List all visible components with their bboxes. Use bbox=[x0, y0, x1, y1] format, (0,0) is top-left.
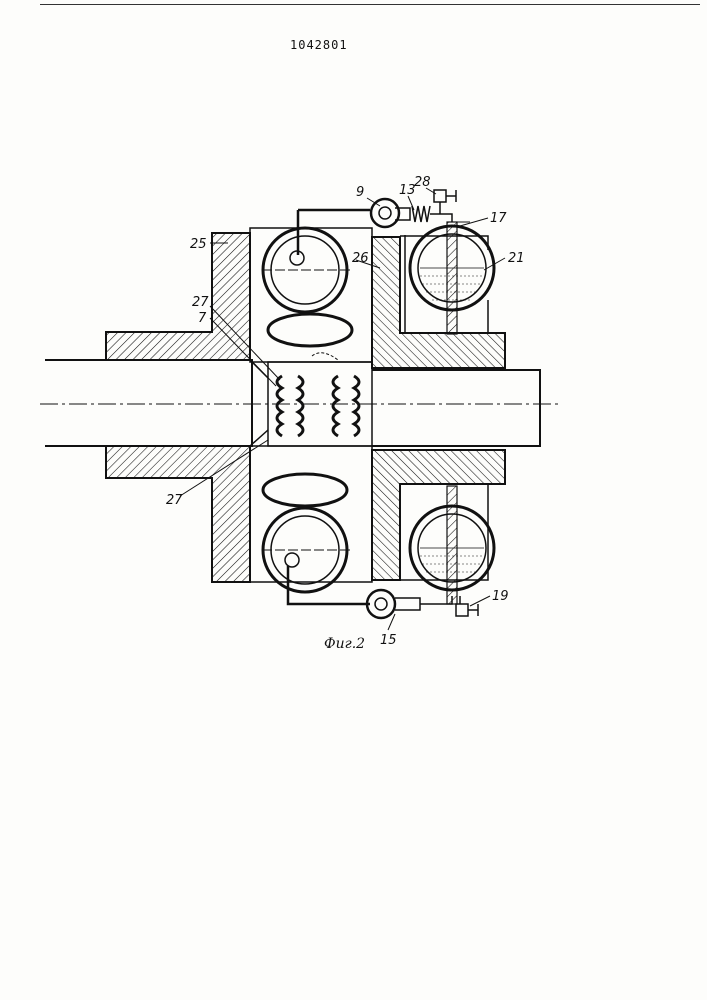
label-25: 25 bbox=[190, 237, 207, 252]
label-15: 15 bbox=[380, 633, 397, 648]
label-17: 17 bbox=[490, 211, 507, 226]
label-27-lower: 27 bbox=[166, 493, 183, 508]
label-27-upper: 27 bbox=[192, 295, 209, 310]
right-shaft bbox=[372, 370, 540, 446]
lower-chamber bbox=[250, 446, 372, 604]
upper-chamber bbox=[250, 210, 372, 362]
label-28: 28 bbox=[414, 175, 431, 190]
lower-valve-assembly bbox=[367, 590, 478, 618]
label-19: 19 bbox=[492, 589, 509, 604]
left-hub-25 bbox=[106, 233, 268, 582]
lower-reservoir bbox=[400, 484, 494, 604]
left-shaft bbox=[45, 360, 252, 446]
label-26: 26 bbox=[352, 251, 369, 266]
figure-caption: Фиг.2 bbox=[324, 636, 365, 652]
upper-reservoir-21 bbox=[400, 222, 494, 334]
right-hub-26 bbox=[372, 237, 505, 580]
label-9: 9 bbox=[356, 185, 364, 200]
label-7: 7 bbox=[198, 311, 207, 326]
label-21: 21 bbox=[508, 251, 525, 266]
bellows-7 bbox=[268, 353, 372, 446]
